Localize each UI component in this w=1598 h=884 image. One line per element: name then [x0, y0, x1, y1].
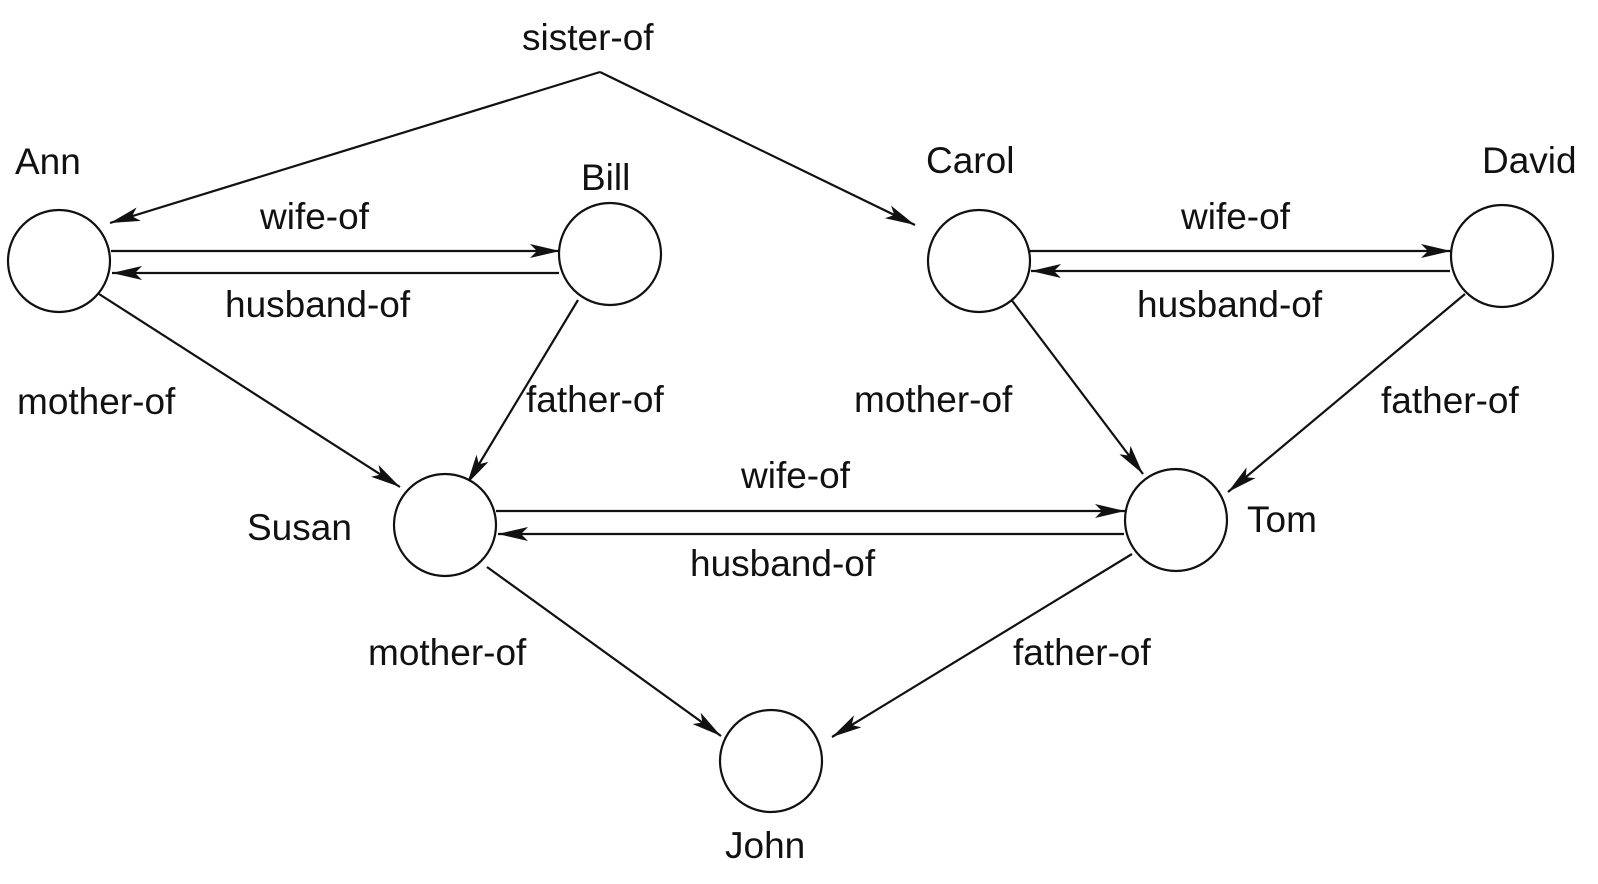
label-tom: Tom: [1247, 499, 1317, 540]
label-ann: Ann: [15, 141, 81, 182]
label-bill: Bill: [581, 157, 630, 198]
label-father-of-tom-john: father-of: [1013, 632, 1152, 673]
label-sister-of: sister-of: [522, 17, 654, 58]
label-carol: Carol: [926, 140, 1014, 181]
nodes: [6, 201, 1555, 814]
father-of-edge-david-tom: [1227, 293, 1466, 493]
node-john: [718, 708, 824, 814]
node-ann: [6, 208, 112, 314]
label-mother-of-susan-john: mother-of: [368, 632, 527, 673]
edges: [98, 70, 1466, 738]
sister-of-edge-to-ann: [109, 70, 601, 225]
label-husband-of-bill-ann: husband-of: [225, 284, 411, 325]
label-mother-of-carol-tom: mother-of: [854, 379, 1013, 420]
label-husband-of-tom-susan: husband-of: [690, 543, 876, 584]
label-father-of-david-tom: father-of: [1381, 380, 1520, 421]
label-wife-of-susan-tom: wife-of: [740, 455, 851, 496]
label-father-of-bill-susan: father-of: [526, 379, 665, 420]
label-wife-of-ann-bill: wife-of: [259, 196, 370, 237]
label-mother-of-ann-susan: mother-of: [17, 381, 176, 422]
node-david: [1449, 203, 1555, 309]
label-husband-of-david-carol: husband-of: [1137, 284, 1323, 325]
node-bill: [557, 201, 663, 307]
label-wife-of-carol-david: wife-of: [1180, 196, 1291, 237]
node-susan: [392, 472, 498, 578]
person-labels: Ann Bill Carol David Susan Tom John: [15, 140, 1577, 866]
relation-labels: sister-of wife-of husband-of wife-of hus…: [17, 17, 1520, 673]
label-david: David: [1482, 140, 1577, 181]
father-of-edge-bill-susan: [466, 299, 579, 485]
node-tom: [1123, 467, 1229, 573]
mother-of-edge-carol-tom: [1006, 293, 1144, 475]
node-carol: [926, 208, 1032, 314]
mother-of-edge-ann-susan: [98, 293, 401, 488]
mother-of-edge-susan-john: [486, 566, 722, 737]
label-susan: Susan: [247, 507, 352, 548]
father-of-edge-tom-john: [831, 553, 1133, 738]
sister-of-edge-to-carol: [599, 71, 916, 226]
label-john: John: [725, 825, 805, 866]
